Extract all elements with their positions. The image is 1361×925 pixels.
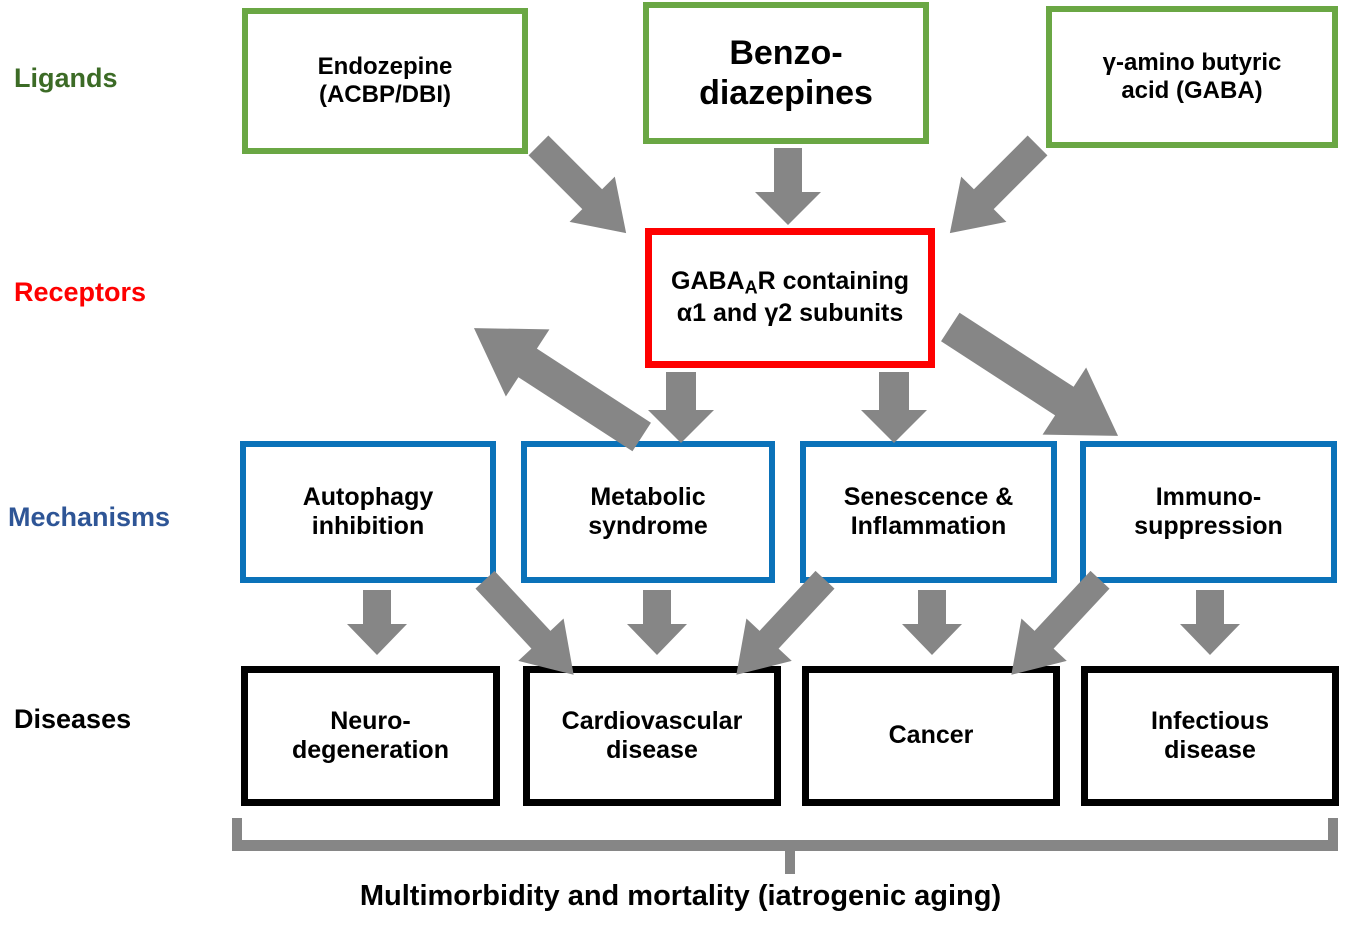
node-line-1-subscript: A <box>744 277 758 298</box>
node-line-1: Senescence & <box>843 482 1014 511</box>
bracket-right-tick <box>1328 818 1338 844</box>
node-line-1-prefix: GABA <box>671 267 745 296</box>
row-label-diseases: Diseases <box>14 704 132 734</box>
node-line-1: Immuno- <box>1155 482 1262 511</box>
node-line-1: γ-amino butyric <box>1102 48 1282 76</box>
node-gaba-a-receptor[interactable]: GABAAR containing α1 and γ2 subunits <box>645 228 935 368</box>
arrow-receptor-to-immunosuppression-icon <box>930 312 1140 445</box>
node-line-2: (ACBP/DBI) <box>318 81 451 108</box>
node-line-2: Inflammation <box>850 512 1007 540</box>
node-line-2: suppression <box>1134 512 1283 540</box>
node-line-2: disease <box>606 736 698 764</box>
node-line-2: syndrome <box>588 512 708 540</box>
node-line-2: inhibition <box>311 512 425 540</box>
node-line-1: Cancer <box>888 721 974 750</box>
summary-bracket <box>232 818 1338 874</box>
summary-caption: Multimorbidity and mortality (iatrogenic… <box>359 880 1002 912</box>
arrow-receptor-to-senescence-icon <box>858 372 930 444</box>
node-autophagy-inhibition[interactable]: Autophagy inhibition <box>240 441 496 583</box>
node-line-2: diazepines <box>699 74 873 112</box>
node-metabolic-syndrome[interactable]: Metabolic syndrome <box>521 441 775 583</box>
node-line-2: α1 and γ2 subunits <box>676 299 904 328</box>
node-neurodegeneration[interactable]: Neuro- degeneration <box>241 666 500 806</box>
arrow-benzodiazepines-to-receptor-icon <box>753 148 823 226</box>
arrow-receptor-to-autophagy-icon <box>452 320 662 452</box>
node-gaba-ligand[interactable]: γ-amino butyric acid (GABA) <box>1046 6 1338 148</box>
node-cancer[interactable]: Cancer <box>802 666 1060 806</box>
arrow-immuno-to-cancer-icon <box>985 570 1125 675</box>
arrow-immuno-to-infectious-icon <box>1178 590 1242 656</box>
arrow-senescence-to-cancer-icon <box>900 590 964 656</box>
node-line-1-suffix: R containing <box>757 267 909 296</box>
node-benzodiazepines[interactable]: Benzo- diazepines <box>643 2 929 144</box>
bracket-bar <box>232 840 1338 851</box>
node-line-1: Neuro- <box>330 706 411 735</box>
row-label-receptors: Receptors <box>14 277 147 307</box>
arrow-metabolic-to-cardiovascular-icon <box>625 590 689 656</box>
node-line-1: Endozepine <box>317 52 453 80</box>
arrow-autophagy-to-neurodegeneration-icon <box>345 590 409 656</box>
row-label-mechanisms: Mechanisms <box>8 502 171 532</box>
bracket-left-tick <box>232 818 242 844</box>
node-line-1: Infectious <box>1150 706 1270 735</box>
node-line-1: Metabolic <box>590 482 706 511</box>
bracket-stem <box>785 850 795 874</box>
node-immunosuppression[interactable]: Immuno- suppression <box>1080 441 1337 583</box>
arrow-senescence-to-cardiovascular-icon <box>710 570 850 675</box>
node-cardiovascular-disease[interactable]: Cardiovascular disease <box>523 666 781 806</box>
node-infectious-disease[interactable]: Infectious disease <box>1081 666 1339 806</box>
node-endozepine-acbp-dbi[interactable]: Endozepine (ACBP/DBI) <box>242 8 528 154</box>
node-senescence-inflammation[interactable]: Senescence & Inflammation <box>800 441 1057 583</box>
arrow-receptor-to-metabolic-icon <box>645 372 717 444</box>
arrow-autophagy-to-cardiovascular-icon <box>460 570 600 675</box>
node-line-2: disease <box>1164 736 1256 764</box>
arrow-gaba-to-receptor-icon <box>928 135 1058 240</box>
arrow-endozepine-to-receptor-icon <box>518 135 648 240</box>
node-line-2: degeneration <box>292 736 449 764</box>
node-line-1: Benzo- <box>729 33 843 72</box>
node-line-1: Autophagy <box>302 482 434 511</box>
node-line-1: Cardiovascular <box>561 706 743 735</box>
node-line-2: acid (GABA) <box>1121 77 1263 104</box>
row-label-ligands: Ligands <box>14 63 118 93</box>
